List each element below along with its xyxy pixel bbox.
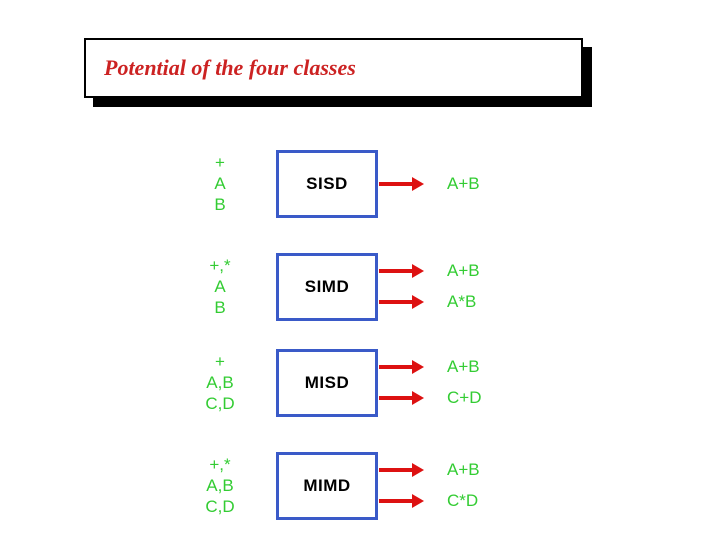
input-line: B: [214, 195, 226, 214]
slide-title: Potential of the four classes: [104, 55, 356, 80]
input-line: A,B: [206, 476, 234, 495]
right-arrow-icon: [379, 494, 424, 508]
right-arrow-icon: [379, 177, 424, 191]
arrow-shaft: [379, 396, 412, 400]
output-value: A+B: [447, 460, 480, 479]
input-line: +: [215, 352, 225, 371]
arrow-head: [412, 177, 424, 191]
input-line: +,*: [209, 455, 231, 474]
input-line: B: [214, 298, 226, 317]
output-value: A+B: [447, 357, 480, 376]
input-line: A: [214, 277, 226, 296]
input-line: +: [215, 153, 225, 172]
arrow-shaft: [379, 182, 412, 186]
class-box-label: SIMD: [304, 277, 350, 296]
arrow-head: [412, 391, 424, 405]
arrow-shaft: [379, 499, 412, 503]
right-arrow-icon: [379, 463, 424, 477]
diagram-row-misd: + A,B C,D MISD A+B C+D: [0, 349, 720, 417]
arrow-head: [412, 463, 424, 477]
arrow-shaft: [379, 269, 412, 273]
input-line: A,B: [206, 373, 234, 392]
input-operands: + A B: [170, 152, 270, 215]
diagram-row-simd: +,* A B SIMD A+B A*B: [0, 253, 720, 321]
arrow-shaft: [379, 365, 412, 369]
class-box-sisd: SISD: [276, 150, 378, 218]
arrow-head: [412, 264, 424, 278]
input-line: C,D: [205, 394, 235, 413]
arrow-shaft: [379, 300, 412, 304]
right-arrow-icon: [379, 391, 424, 405]
input-line: A: [214, 174, 226, 193]
right-arrow-icon: [379, 295, 424, 309]
output-value: C*D: [447, 491, 479, 510]
arrow-head: [412, 295, 424, 309]
class-box-simd: SIMD: [276, 253, 378, 321]
input-line: C,D: [205, 497, 235, 516]
diagram-row-sisd: + A B SISD A+B: [0, 150, 720, 218]
class-box-misd: MISD: [276, 349, 378, 417]
arrow-head: [412, 494, 424, 508]
input-operands: +,* A B: [170, 255, 270, 318]
output-value: A*B: [447, 292, 477, 311]
right-arrow-icon: [379, 264, 424, 278]
class-box-label: MIMD: [303, 476, 351, 495]
input-operands: + A,B C,D: [170, 351, 270, 414]
diagram-row-mimd: +,* A,B C,D MIMD A+B C*D: [0, 452, 720, 520]
arrow-shaft: [379, 468, 412, 472]
class-box-mimd: MIMD: [276, 452, 378, 520]
input-line: +,*: [209, 256, 231, 275]
input-operands: +,* A,B C,D: [170, 454, 270, 517]
output-value: C+D: [447, 388, 482, 407]
right-arrow-icon: [379, 360, 424, 374]
slide-title-box: Potential of the four classes: [84, 38, 583, 98]
output-value: A+B: [447, 261, 480, 280]
class-box-label: MISD: [304, 373, 350, 392]
output-value: A+B: [447, 174, 480, 193]
arrow-head: [412, 360, 424, 374]
class-box-label: SISD: [306, 174, 348, 193]
